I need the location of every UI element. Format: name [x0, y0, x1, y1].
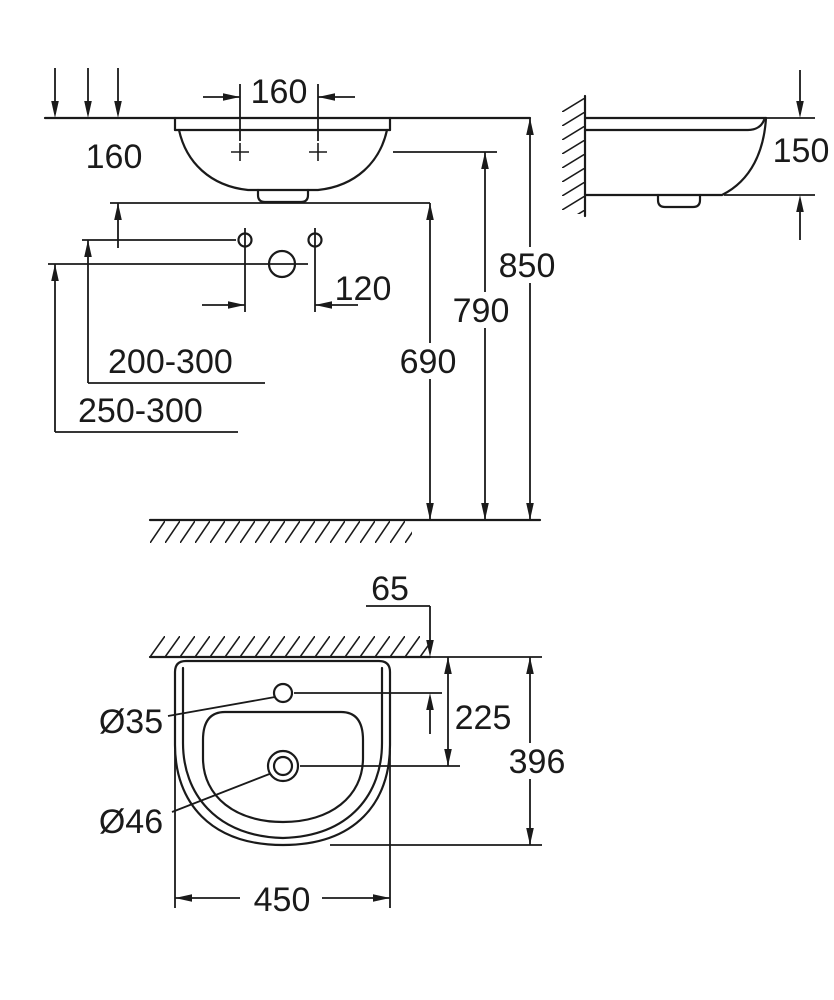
label-plan-basin-depth: 396: [509, 743, 566, 781]
leader-tap-hole: [167, 696, 276, 717]
dimension-fixing-hole-spacing: 120: [202, 252, 391, 312]
dimension-basin-width: 450: [174, 750, 391, 919]
dimension-supply-height-range: 200-300: [84, 68, 265, 384]
supply-connection-left: [237, 232, 253, 248]
drain-stub-side: [656, 193, 702, 209]
label-drain-to-wall: 225: [455, 699, 512, 737]
plan-view: 65 225 396 Ø35 Ø46 450: [99, 570, 569, 919]
dimension-basin-height: 160: [86, 68, 143, 248]
label-tap-level-height: 790: [453, 292, 510, 330]
label-basin-width: 450: [254, 881, 311, 919]
dimension-plan-basin-depth: 396: [505, 657, 569, 845]
dimension-tap-to-wall: 65: [366, 570, 434, 734]
ground-hatching: [148, 518, 542, 543]
label-fixing-hole-spacing: 120: [335, 270, 392, 308]
tap-hole-circle: [272, 682, 294, 704]
label-underside-height: 690: [400, 343, 457, 381]
drain-connection: [267, 249, 297, 279]
label-basin-height: 160: [86, 138, 143, 176]
drain-inner-circle: [272, 755, 294, 777]
drain-stub-front: [256, 188, 310, 204]
label-drain-height-range: 250-300: [78, 392, 203, 430]
label-tap-hole-diameter: Ø35: [99, 703, 163, 741]
basin-plan-outline: [173, 659, 392, 847]
dimension-tap-hole-spacing: 160: [203, 73, 355, 141]
front-view: 160 160 12: [43, 68, 557, 543]
side-view: 150: [562, 70, 829, 240]
bowl-outline: [201, 710, 365, 824]
supply-connection-right: [307, 232, 323, 248]
dimension-underside-height: 690: [398, 203, 458, 520]
wall-connections: [48, 228, 323, 279]
dimension-side-basin-depth: 150: [724, 70, 829, 240]
basin-front-outline: [173, 116, 392, 204]
basin-side-outline: [583, 116, 768, 209]
dimension-tap-level-height: 790: [451, 152, 511, 520]
tap-hole-marks: [231, 143, 327, 161]
label-drain-diameter: Ø46: [99, 803, 163, 841]
label-tap-hole-spacing: 160: [251, 73, 308, 111]
dimension-drain-to-wall: 225: [444, 657, 511, 766]
wall-hatching-plan: [148, 636, 542, 659]
label-side-basin-depth: 150: [773, 132, 830, 170]
dimension-rim-height: 850: [497, 118, 557, 520]
wall-hatching-side: [562, 94, 587, 218]
leader-drain: [171, 772, 273, 813]
basin-inner-rim: [181, 666, 384, 840]
dimension-drain-height-range: 250-300: [51, 68, 238, 433]
label-rim-height: 850: [499, 247, 556, 285]
label-tap-to-wall: 65: [371, 570, 409, 608]
label-supply-height-range: 200-300: [108, 343, 233, 381]
